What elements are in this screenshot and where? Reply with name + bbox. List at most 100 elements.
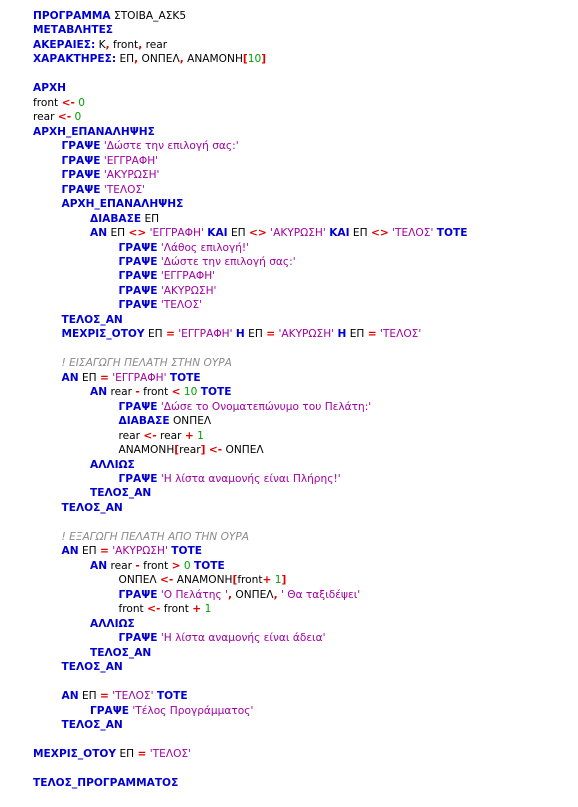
keyword-token: ΑΝ [90,559,108,572]
keyword-token: ΤΕΛΟΣ_ΑΝ [90,646,152,659]
code-line: ΟΝΠΕΛ <- ΑΝΑΜΟΝΗ[front+ 1] [33,573,578,587]
code-line: ΤΕΛΟΣ_ΑΝ [33,718,578,732]
code-line: ΓΡΑΨΕ 'ΑΚΥΡΩΣΗ' [33,168,578,182]
code-line: ΓΡΑΨΕ 'ΤΕΛΟΣ' [33,183,578,197]
identifier-token: ΕΠ [227,227,250,240]
comment-token: ! ΕΙΣΑΓΩΓΗ ΠΕΛΑΤΗ ΣΤΗΝ ΟΥΡΑ [61,357,232,370]
identifier-token: ΕΠ [349,227,371,240]
code-line: ΓΡΑΨΕ 'ΕΓΓΡΑΦΗ' [33,269,578,283]
keyword-token: Η [235,328,245,341]
operator-token: [ [232,574,238,587]
keyword-token: ΑΡΧΗ_ΕΠΑΝΑΛΗΨΗΣ [61,198,184,211]
keyword-token: ΤΕΛΟΣ_ΑΝ [61,718,123,731]
keyword-token: ΤΟΤΕ [436,227,468,240]
keyword-token: ΜΕΧΡΙΣ_ΟΤΟΥ [33,747,117,760]
code-line: ΓΡΑΨΕ 'Ο Πελάτης ', ΟΝΠΕΛ, ' Θα ταξιδέψε… [33,588,578,602]
operator-token: < [171,386,181,399]
code-line: ΓΡΑΨΕ 'Η λίστα αναμονής είναι Πλήρης!' [33,472,578,486]
string-literal-token: ' Θα ταξιδέψει' [277,588,361,601]
operator-token: <- [143,429,157,442]
operator-token: = [367,328,377,341]
identifier-token: ΣΤΟΙΒΑ_ΑΣΚ5 [110,10,187,22]
code-line: ΔΙΑΒΑΣΕ ΟΝΠΕΛ [33,414,578,428]
identifier-token: ΕΠ [244,328,267,341]
operator-token: <> [249,227,267,240]
operator-token: - [135,386,140,399]
comment-token: ! ΕΞΑΓΩΓΗ ΠΕΛΑΤΗ ΑΠΟ ΤΗΝ ΟΥΡΑ [61,530,250,543]
identifier-token: rear [107,559,136,572]
string-literal-token: 'ΕΓΓΡΑΦΗ' [100,154,159,167]
code-line: ΤΕΛΟΣ_ΠΡΟΓΡΑΜΜΑΤΟΣ [33,776,578,790]
code-line: ΑΝ rear - front > 0 ΤΟΤΕ [33,559,578,573]
string-literal-token: 'ΕΓΓΡΑΦΗ' [146,227,204,240]
keyword-token: ΜΕΤΑΒΛΗΤΕΣ [33,24,114,37]
keyword-token: ΚΑΙ [329,227,350,240]
code-line: ΓΡΑΨΕ 'ΕΓΓΡΑΦΗ' [33,154,578,168]
string-literal-token: 'ΑΚΥΡΩΣΗ' [157,284,217,297]
code-line: ΠΡΟΓΡΑΜΜΑ ΣΤΟΙΒΑ_ΑΣΚ5 [33,9,578,23]
identifier-token: ΑΝΑΜΟΝΗ [183,53,243,66]
keyword-token: ΚΑΙ [207,227,228,240]
code-line: ΤΕΛΟΣ_ΑΝ [33,646,578,660]
operator-token: + [262,574,272,587]
code-line: ΓΡΑΨΕ 'ΑΚΥΡΩΣΗ' [33,284,578,298]
number-literal-token: 1 [204,603,212,616]
identifier-token: front [139,386,172,399]
keyword-token: ΤΟΤΕ [194,559,225,572]
operator-token: + [192,603,202,616]
keyword-token: ΓΡΑΨΕ [90,704,129,717]
string-literal-token: 'ΑΚΥΡΩΣΗ' [108,545,168,558]
keyword-token: ΓΡΑΨΕ [118,473,158,485]
operator-token: , [227,588,233,601]
identifier-token: front [118,603,148,616]
identifier-token: rear [179,444,201,457]
code-line: ΜΕΧΡΙΣ_ΟΤΟΥ ΕΠ = 'ΤΕΛΟΣ' [33,747,578,761]
identifier-token: front [109,38,139,51]
identifier-token: ΕΠ [78,545,100,558]
keyword-token: ΤΟΤΕ [156,690,188,703]
keyword-token: ΤΕΛΟΣ_ΑΝ [61,313,123,326]
number-literal-token: 10 [183,386,198,399]
string-literal-token: 'ΕΓΓΡΑΦΗ' [157,270,216,283]
code-line: ΑΛΛΙΩΣ [33,458,578,472]
code-line: ΑΝ ΕΠ <> 'ΕΓΓΡΑΦΗ' ΚΑΙ ΕΠ <> 'ΑΚΥΡΩΣΗ' Κ… [33,226,578,240]
code-line: ΧΑΡΑΚΤΗΡΕΣ: ΕΠ, ΟΝΠΕΛ, ΑΝΑΜΟΝΗ[10] [33,52,578,66]
operator-token: = [266,328,276,341]
operator-token: , [105,38,110,51]
identifier-token: ΕΠ [107,227,129,240]
code-line: ΤΕΛΟΣ_ΑΝ [33,486,578,500]
string-literal-token: 'ΤΕΛΟΣ' [376,328,422,341]
identifier-token: ΕΠ [116,53,135,66]
keyword-token: ΓΡΑΨΕ [118,400,158,413]
keyword-token: ΑΝ [61,371,79,384]
code-line: ΑΡΧΗ [33,81,578,95]
string-literal-token: 'ΤΕΛΟΣ' [388,227,434,240]
code-line: ΑΛΛΙΩΣ [33,617,578,631]
keyword-token: ΓΡΑΨΕ [118,632,158,645]
code-line: ΓΡΑΨΕ 'Τέλος Προγράμματος' [33,704,578,718]
keyword-token: ΑΛΛΙΩΣ [90,458,135,471]
string-literal-token: 'ΤΕΛΟΣ' [146,747,192,760]
code-line [33,675,578,689]
operator-token: = [166,328,175,341]
code-line [33,515,578,529]
keyword-token: ΑΡΧΗ [33,82,66,95]
code-line: ! ΕΙΣΑΓΩΓΗ ΠΕΛΑΤΗ ΣΤΗΝ ΟΥΡΑ [33,356,578,370]
keyword-token: ΤΕΛΟΣ_ΑΝ [90,487,152,500]
string-literal-token: 'ΤΕΛΟΣ' [108,690,154,703]
operator-token: = [99,690,109,703]
code-line: ΜΕΧΡΙΣ_ΟΤΟΥ ΕΠ = 'ΕΓΓΡΑΦΗ' Η ΕΠ = 'ΑΚΥΡΩ… [33,327,578,341]
keyword-token: ΓΡΑΨΕ [61,140,101,153]
identifier-token: ΕΠ [78,690,100,703]
identifier-token: rear [118,429,144,442]
identifier-token: ΑΝΑΜΟΝΗ [173,574,233,587]
string-literal-token: 'Δώστε την επιλογή σας:' [157,255,296,268]
identifier-token: ΕΠ [141,212,160,225]
code-line: ! ΕΞΑΓΩΓΗ ΠΕΛΑΤΗ ΑΠΟ ΤΗΝ ΟΥΡΑ [33,530,578,544]
operator-token: = [99,371,109,384]
number-literal-token: 0 [183,559,191,572]
operator-token: = [99,545,109,558]
operator-token: [ [242,53,248,66]
keyword-token: ΓΡΑΨΕ [118,588,158,601]
code-line: ΓΡΑΨΕ 'Δώσε το Ονοματεπώνυμο του Πελάτη:… [33,400,578,414]
